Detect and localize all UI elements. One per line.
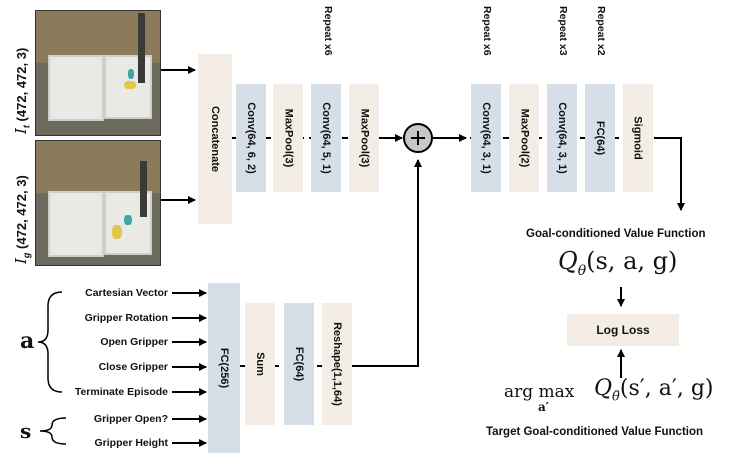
target-function-title: Target Goal-conditioned Value Function bbox=[486, 426, 704, 438]
input-terminate-episode: Terminate Episode bbox=[74, 386, 168, 398]
value-function-title: Goal-conditioned Value Function bbox=[526, 228, 706, 240]
input-gripper-open: Gripper Open? bbox=[93, 413, 168, 425]
action-label: a bbox=[20, 328, 35, 354]
conv-block-4: Conv(64, 3, 1) bbox=[547, 84, 577, 192]
input-close-gripper: Close Gripper bbox=[98, 361, 168, 373]
maxpool-block-1: MaxPool(3) bbox=[273, 84, 303, 192]
goal-image-label: Ig (472, 472, 3) bbox=[12, 175, 32, 264]
argmax-subscript: a′ bbox=[538, 400, 549, 414]
arrow-lower-to-plus bbox=[352, 159, 422, 367]
repeat-label-1: Repeat x6 bbox=[322, 6, 334, 56]
goal-image bbox=[35, 140, 161, 266]
target-q-expression: Qθ̄(s′, a′, g) bbox=[594, 376, 714, 405]
fc64-block-lower: FC(64) bbox=[284, 303, 314, 425]
fc256-block: FC(256) bbox=[208, 283, 240, 453]
conv-block-1: Conv(64, 6, 2) bbox=[236, 84, 266, 192]
input-gripper-height: Gripper Height bbox=[94, 437, 168, 449]
current-image bbox=[35, 10, 161, 136]
log-loss-block: Log Loss bbox=[567, 314, 679, 346]
repeat-label-3: Repeat x3 bbox=[557, 6, 569, 56]
current-image-label: It (472, 472, 3) bbox=[12, 47, 32, 134]
input-cartesian-vector: Cartesian Vector bbox=[85, 287, 168, 299]
sum-block: Sum bbox=[245, 303, 275, 425]
argmax-operator: arg max bbox=[504, 382, 575, 402]
sigmoid-block: Sigmoid bbox=[623, 84, 653, 192]
maxpool-block-2: MaxPool(3) bbox=[349, 84, 379, 192]
input-gripper-rotation: Gripper Rotation bbox=[84, 312, 168, 324]
concatenate-block: Concatenate bbox=[198, 54, 232, 224]
reshape-block: Reshape(1,1,64) bbox=[322, 303, 352, 425]
repeat-label-4: Repeat x2 bbox=[595, 6, 607, 56]
brace-s bbox=[39, 417, 67, 445]
brace-a bbox=[37, 291, 63, 393]
repeat-label-2: Repeat x6 bbox=[481, 6, 493, 56]
state-label: s bbox=[20, 419, 32, 443]
conv-block-2: Conv(64, 5, 1) bbox=[311, 84, 341, 192]
maxpool-block-3: MaxPool(2) bbox=[509, 84, 539, 192]
fc-block-top: FC(64) bbox=[585, 84, 615, 192]
conv-block-3: Conv(64, 3, 1) bbox=[471, 84, 501, 192]
input-open-gripper: Open Gripper bbox=[100, 336, 168, 348]
arrow-sigmoid-out bbox=[654, 137, 685, 211]
q-value-expression: Qθ(s, a, g) bbox=[558, 247, 678, 279]
